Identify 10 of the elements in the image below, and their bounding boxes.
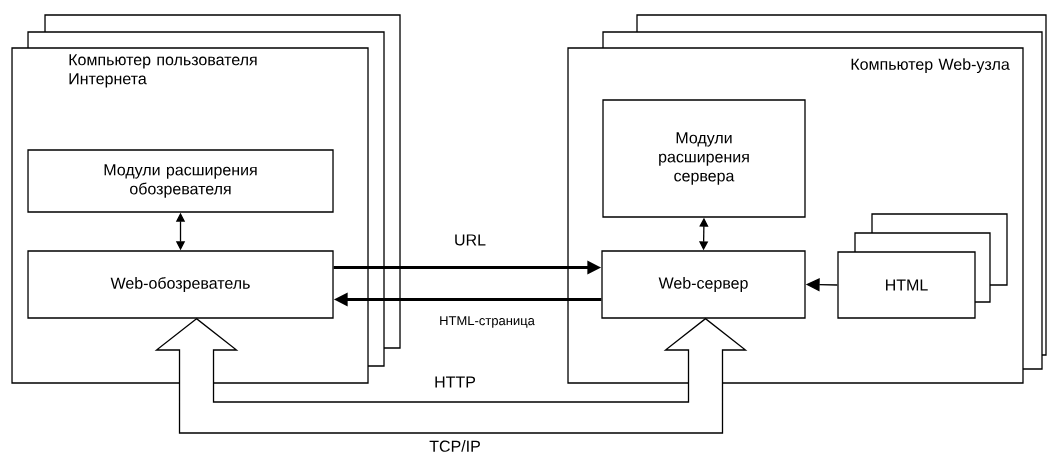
document-stack: HTML — [837, 213, 1008, 319]
edge-label: URL — [453, 233, 487, 247]
hollow-arrow — [154, 317, 748, 434]
process-box: Web-сервер — [601, 250, 806, 319]
protocol-label: TCP/IP — [429, 440, 480, 452]
module-box: Модули расширения сервера — [602, 99, 806, 218]
edge-label: HTTP — [433, 375, 477, 389]
edge-label: HTML-страница — [438, 315, 536, 329]
process-box: Web-обозреватель — [27, 250, 334, 319]
module-box: Модули расширения обозревателя — [27, 149, 334, 213]
